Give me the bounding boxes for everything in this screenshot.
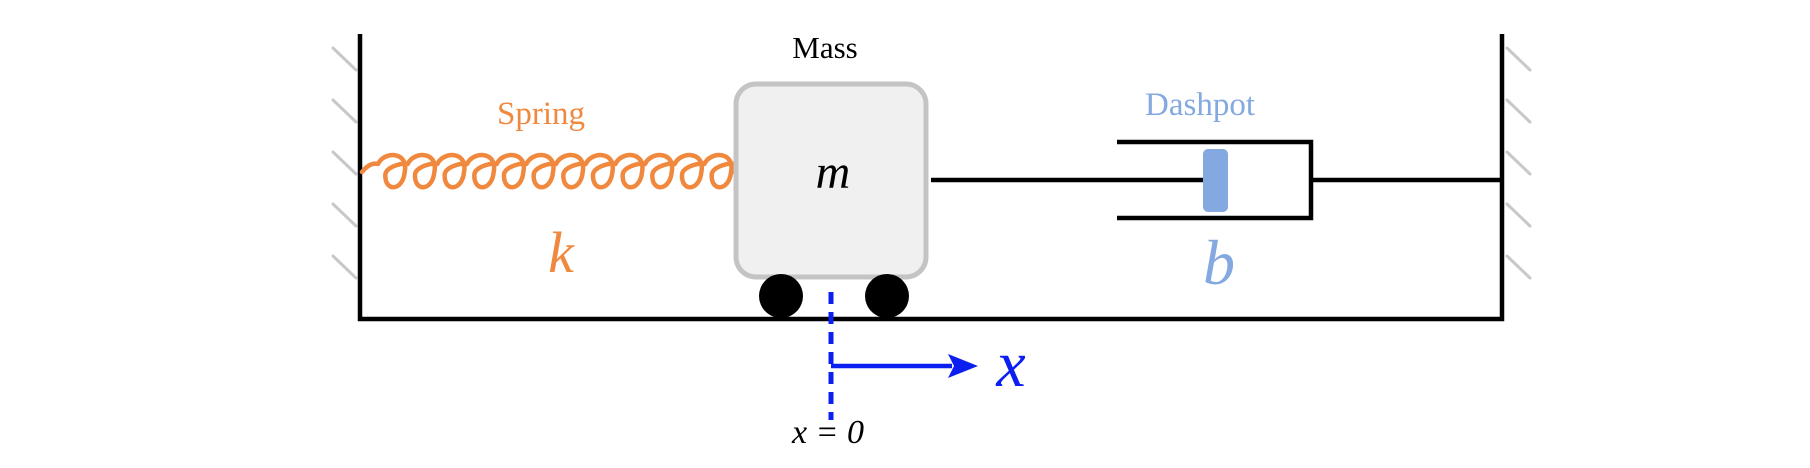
left-wall-hatching	[331, 46, 358, 280]
damper-symbol: b	[1203, 227, 1235, 298]
spring-label: Spring	[497, 96, 585, 132]
origin-label: x = 0	[791, 414, 864, 451]
mass-symbol: m	[816, 146, 851, 199]
wheel-left	[759, 274, 803, 318]
displacement-arrowhead	[948, 354, 978, 378]
position-symbol: x	[995, 328, 1025, 401]
wheel-right	[865, 274, 909, 318]
mass-block	[733, 81, 929, 280]
dashpot-piston	[1203, 149, 1228, 212]
right-wall-hatching	[1505, 46, 1532, 280]
dashpot-label: Dashpot	[1145, 87, 1255, 123]
ground-frame	[357, 34, 1505, 322]
spring-coil	[359, 153, 737, 190]
mass-label: Mass	[792, 30, 857, 65]
spring-symbol: k	[548, 220, 575, 285]
